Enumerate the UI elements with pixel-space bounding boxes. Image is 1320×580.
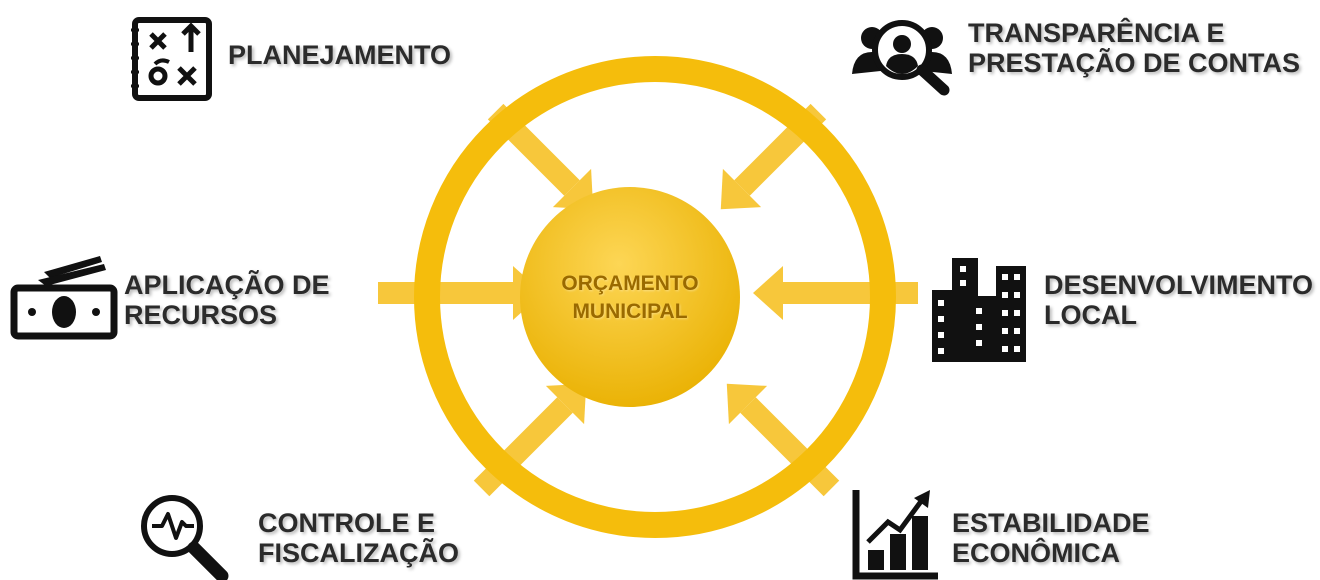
label-controle-line1: CONTROLE E	[258, 508, 436, 538]
label-planejamento-line1: PLANEJAMENTO	[228, 40, 452, 70]
label-aplicacao-line2: RECURSOS	[124, 300, 278, 330]
money-icon	[10, 256, 118, 340]
people-search-icon	[852, 20, 952, 96]
label-estabilidade: ESTABILIDADE ECONÔMICA	[952, 508, 1150, 568]
buildings-icon	[932, 258, 1026, 362]
center-title-line2: MUNICIPAL	[572, 300, 688, 323]
label-transparencia: TRANSPARÊNCIA E PRESTAÇÃO DE CONTAS	[968, 18, 1300, 78]
label-aplicacao: APLICAÇÃO DE RECURSOS	[124, 270, 330, 330]
strategy-board-icon	[131, 17, 212, 101]
label-transparencia-line2: PRESTAÇÃO DE CONTAS	[968, 48, 1301, 78]
label-aplicacao-line1: APLICAÇÃO DE	[124, 270, 330, 300]
label-controle: CONTROLE E FISCALIZAÇÃO	[258, 508, 459, 568]
label-transparencia-line1: TRANSPARÊNCIA E	[968, 18, 1225, 48]
center-title-line1: ORÇAMENTO	[561, 272, 699, 295]
label-estabilidade-line1: ESTABILIDADE	[952, 508, 1150, 538]
label-estabilidade-line2: ECONÔMICA	[952, 538, 1120, 568]
magnifier-pulse-icon	[141, 495, 229, 580]
outer-ring	[414, 56, 896, 538]
center-circle	[520, 187, 740, 407]
label-desenvolvimento: DESENVOLVIMENTO LOCAL	[1044, 270, 1313, 330]
label-planejamento: PLANEJAMENTO	[228, 40, 451, 70]
arrow-left	[378, 266, 543, 320]
label-desenvolvimento-line2: LOCAL	[1044, 300, 1137, 330]
center-title: ORÇAMENTO MUNICIPAL	[530, 270, 730, 326]
label-desenvolvimento-line1: DESENVOLVIMENTO	[1044, 270, 1314, 300]
label-controle-line2: FISCALIZAÇÃO	[258, 538, 459, 568]
growth-chart-icon	[852, 490, 938, 580]
